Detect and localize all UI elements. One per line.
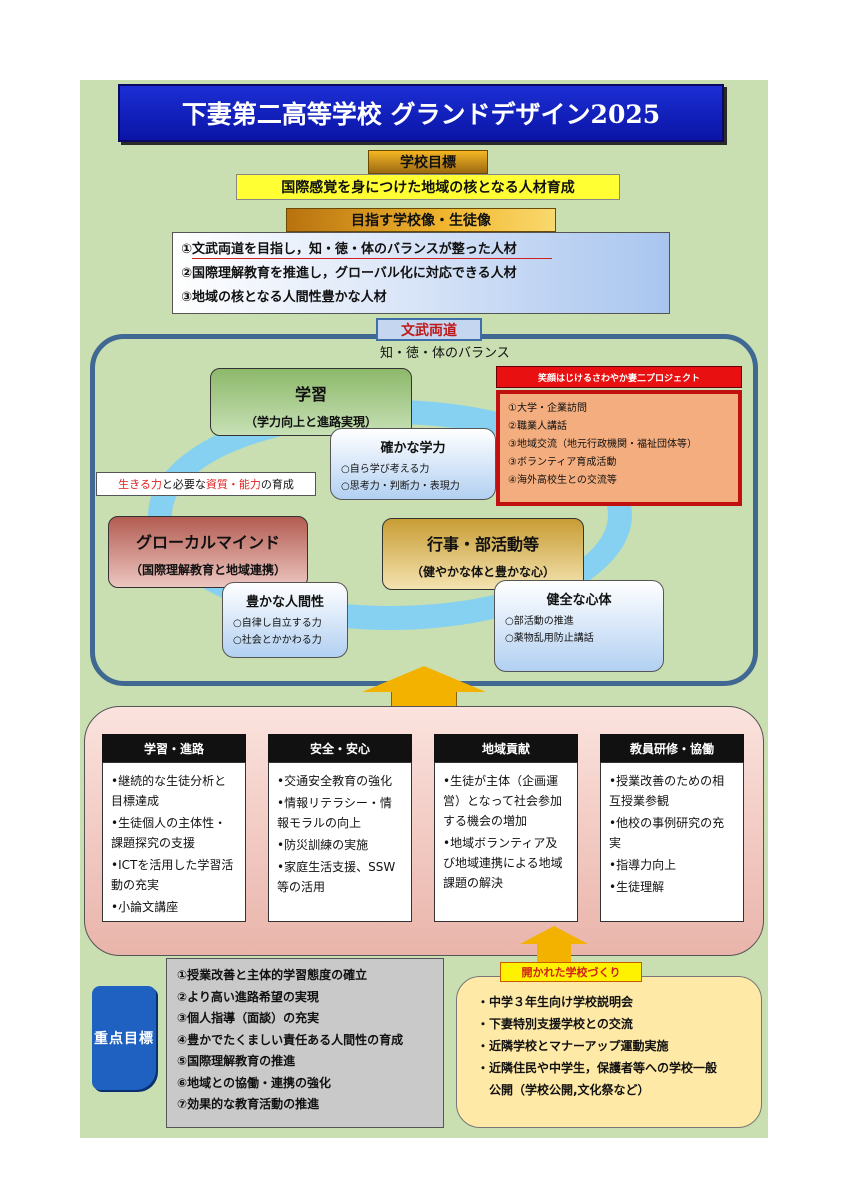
column-item: •生徒理解: [609, 880, 665, 894]
project-item: ③ボランティア育成活動: [508, 457, 617, 468]
quality-item: ○部活動の推進: [505, 616, 574, 627]
column-item: •授業改善のための相互授業参観: [609, 774, 725, 808]
project-item: ①大学・企業訪問: [508, 403, 587, 414]
quality-item: ○自律し自立する力: [233, 618, 322, 629]
vision-item: ②国際理解教育を推進し，グローバル化に対応できる人材: [181, 266, 517, 281]
quality-title: 豊かな人間性: [245, 595, 324, 610]
priority-label: 重点目標: [92, 986, 156, 1090]
priority-item: ⑦効果的な教育活動の推進: [177, 1097, 320, 1111]
priority-item: ④豊かでたくましい責任ある人間性の育成: [177, 1032, 404, 1047]
vision-label: 目指す学校像・生徒像: [286, 208, 556, 232]
vision-item: ③地域の核となる人間性豊かな人材: [181, 290, 387, 305]
quality-yutaka: 豊かな人間性 ○自律し自立する力 ○社会とかかわる力: [222, 582, 348, 658]
ikiru-part3: 資質・能力: [205, 478, 261, 491]
ikiru-part4: の育成: [260, 478, 294, 491]
quality-title: 確かな学力: [380, 441, 446, 456]
column-head: 地域貢献: [434, 734, 578, 762]
project-title: 笑顔はじけるさわやか妻二プロジェクト: [496, 366, 742, 388]
column-training: 教員研修・協働 •授業改善のための相互授業参観 •他校の事例研究の充実 •指導力…: [600, 734, 744, 922]
vision-underline: [192, 258, 552, 259]
school-goal-label: 学校目標: [368, 150, 488, 174]
pillar-sub: （学力向上と進路実現）: [244, 415, 377, 429]
project-item: ③地域交流（地元行政機関・福祉団体等）: [508, 439, 697, 450]
page-title: 下妻第二高等学校 グランドデザイン2025: [118, 84, 724, 142]
pillar-sub: （健やかな体と豊かな心）: [410, 565, 555, 579]
column-item: •ICTを活用した学習活動の充実: [111, 858, 234, 892]
column-community: 地域貢献 •生徒が主体（企画運営）となって社会参加する機会の増加 •地域ボランテ…: [434, 734, 578, 922]
column-item: •指導力向上: [609, 858, 677, 872]
priority-list: ①授業改善と主体的学習態度の確立 ②より高い進路希望の実現 ③個人指導（面談）の…: [166, 958, 444, 1128]
column-head: 学習・進路: [102, 734, 246, 762]
column-item: •交通安全教育の強化: [277, 774, 393, 788]
vision-box: ①文武両道を目指し，知・徳・体のバランスが整った人材 ②国際理解教育を推進し，グ…: [172, 232, 670, 314]
column-item: •継続的な生徒分析と目標達成: [111, 774, 227, 808]
column-item: •生徒が主体（企画運営）となって社会参加する機会の増加: [443, 774, 563, 828]
column-item: •生徒個人の主体性・課題探究の支援: [111, 816, 227, 850]
column-item: •家庭生活支援、SSW等の活用: [277, 860, 396, 894]
priority-item: ①授業改善と主体的学習態度の確立: [177, 968, 368, 982]
open-school-item: ・近隣学校とマナーアップ運動実施: [477, 1039, 669, 1053]
open-school-item: 公開（学校公開,文化祭など）: [477, 1083, 650, 1097]
column-head: 安全・安心: [268, 734, 412, 762]
column-item: •小論文講座: [111, 900, 179, 914]
open-school-label: 開かれた学校づくり: [500, 962, 642, 982]
pillar-title: 行事・部活動等: [426, 535, 539, 554]
priority-item: ②より高い進路希望の実現: [177, 989, 319, 1004]
priority-item: ⑥地域との協働・連携の強化: [177, 1075, 332, 1090]
quality-kenzen: 健全な心体 ○部活動の推進 ○薬物乱用防止講話: [494, 580, 664, 672]
ikiru-part2: と必要な: [161, 478, 206, 491]
quality-title: 健全な心体: [546, 593, 612, 608]
balance-text: 知・徳・体のバランス: [380, 346, 510, 361]
column-body: •生徒が主体（企画運営）となって社会参加する機会の増加 •地域ボランティア及び地…: [434, 762, 578, 922]
pillar-gakushu: 学習 （学力向上と進路実現）: [210, 368, 412, 436]
column-item: •地域ボランティア及び地域連携による地域課題の解決: [443, 836, 563, 890]
open-school-box: ・中学３年生向け学校説明会 ・下妻特別支援学校との交流 ・近隣学校とマナーアップ…: [456, 976, 762, 1128]
quality-tashika: 確かな学力 ○自ら学び考える力 ○思考力・判断力・表現力: [330, 428, 496, 500]
arrow-up-icon: [520, 926, 588, 962]
column-study: 学習・進路 •継続的な生徒分析と目標達成 •生徒個人の主体性・課題探究の支援 •…: [102, 734, 246, 922]
quality-item: ○社会とかかわる力: [233, 635, 322, 646]
arrow-up-icon: [362, 666, 486, 712]
school-goal-text: 国際感覚を身につけた地域の核となる人材育成: [236, 174, 620, 200]
open-school-item: ・下妻特別支援学校との交流: [477, 1017, 633, 1031]
quality-item: ○思考力・判断力・表現力: [341, 481, 460, 492]
project-list: ①大学・企業訪問 ②職業人講話 ③地域交流（地元行政機関・福祉団体等） ③ボラン…: [496, 390, 742, 506]
priority-item: ③個人指導（面談）の充実: [177, 1011, 320, 1025]
column-item: •情報リテラシー・情報モラルの向上: [277, 796, 392, 830]
pillar-sub: （国際理解教育と地域連携）: [129, 563, 286, 577]
bunbu-label: 文武両道: [376, 318, 482, 341]
column-head: 教員研修・協働: [600, 734, 744, 762]
column-body: •交通安全教育の強化 •情報リテラシー・情報モラルの向上 •防災訓練の実施 •家…: [268, 762, 412, 922]
pillar-title: 学習: [294, 385, 327, 404]
pillar-gyoji: 行事・部活動等 （健やかな体と豊かな心）: [382, 518, 584, 590]
open-school-item: ・中学３年生向け学校説明会: [477, 995, 634, 1009]
priority-item: ⑤国際理解教育の推進: [177, 1054, 296, 1068]
column-item: •防災訓練の実施: [277, 838, 369, 852]
column-body: •授業改善のための相互授業参観 •他校の事例研究の充実 •指導力向上 •生徒理解: [600, 762, 744, 922]
column-item: •他校の事例研究の充実: [609, 816, 725, 850]
project-item: ②職業人講話: [508, 421, 567, 432]
pillar-title: グローカルマインド: [135, 533, 280, 552]
vision-item: ①文武両道を目指し，知・徳・体のバランスが整った人材: [181, 242, 517, 257]
column-body: •継続的な生徒分析と目標達成 •生徒個人の主体性・課題探究の支援 •ICTを活用…: [102, 762, 246, 922]
quality-item: ○薬物乱用防止講話: [505, 633, 594, 644]
pillar-glocal: グローカルマインド （国際理解教育と地域連携）: [108, 516, 308, 588]
ikiru-part1: 生きる力: [118, 478, 162, 491]
quality-item: ○自ら学び考える力: [341, 464, 430, 475]
open-school-item: ・近隣住民や中学生，保護者等への学校一般: [477, 1061, 718, 1075]
column-safety: 安全・安心 •交通安全教育の強化 •情報リテラシー・情報モラルの向上 •防災訓練…: [268, 734, 412, 922]
ikiru-banner: 生きる力 と必要な 資質・能力 の育成: [96, 472, 316, 496]
project-item: ④海外高校生との交流等: [508, 475, 617, 486]
